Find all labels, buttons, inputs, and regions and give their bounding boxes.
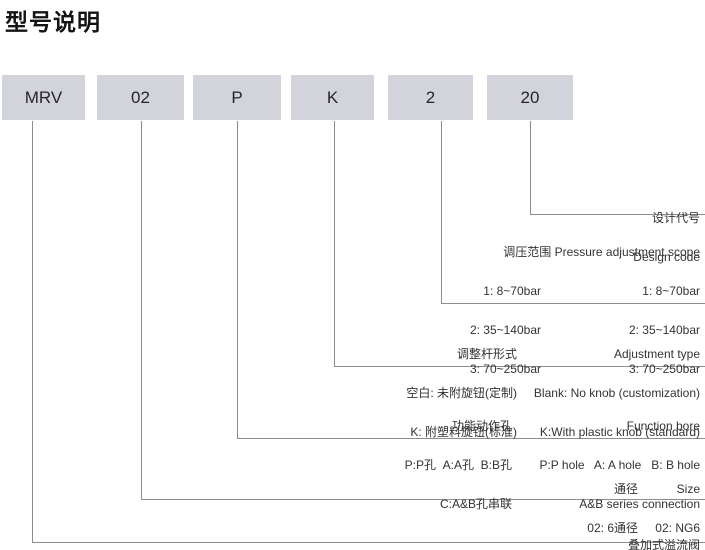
function-bore-cn-column: 功能动作孔 P:P孔 A:A孔 B:B孔 C:A&B孔串联 — [405, 394, 512, 537]
size-cn-column: 通径 02: 6通径 03: 10通径 — [581, 457, 638, 550]
design-code-block: 设计代号 Design code — [633, 186, 700, 290]
pressure-option-en: 2: 35~140bar — [628, 323, 700, 337]
adjustment-option-en: K:With plastic knob (standard) — [539, 425, 700, 439]
size-option-cn: 02: 6通径 — [587, 521, 638, 535]
model-segment-box-2: 2 — [388, 75, 473, 120]
connector-horizontal-pressure — [441, 303, 705, 304]
pressure-cn-column: 1: 8~70bar 2: 35~140bar 3: 70~250bar — [470, 259, 541, 402]
size-header-en: Size — [676, 482, 700, 496]
function-bore-header-cn: 功能动作孔 — [451, 419, 512, 433]
connector-vertical-2 — [441, 121, 442, 303]
model-segment-label: 20 — [520, 87, 540, 107]
model-segment-box-p: P — [193, 75, 281, 120]
design-code-label-en: Design code — [633, 250, 700, 264]
connector-horizontal-valve-type — [32, 542, 705, 543]
connector-horizontal-function-bore — [237, 438, 705, 439]
adjustment-header-en: Adjustment type — [613, 347, 700, 361]
size-option-en: 02: NG6 — [655, 521, 700, 535]
size-en-column: Size 02: NG6 03: NG10 — [649, 457, 700, 550]
model-segment-label: P — [231, 87, 243, 107]
function-bore-header-en: Function bore — [626, 419, 700, 433]
model-segment-label: 02 — [131, 87, 150, 107]
connector-vertical-20 — [530, 121, 531, 214]
pressure-option-cn: 2: 35~140bar — [469, 323, 541, 337]
connector-vertical-k — [334, 121, 335, 366]
valve-type-label-cn: 叠加式溢流阀 — [627, 538, 700, 550]
pressure-option-en: 3: 70~250bar — [628, 362, 700, 376]
connector-vertical-p — [237, 121, 238, 438]
function-bore-option-en: P:P hole A: A hole B: B hole — [539, 458, 700, 472]
size-header-cn: 通径 — [613, 482, 638, 496]
model-segment-label: MRV — [24, 87, 63, 107]
model-segment-label: 2 — [425, 87, 436, 107]
connector-horizontal-design-code — [530, 214, 705, 215]
function-bore-en-column: Function bore P:P hole A: A hole B: B ho… — [539, 394, 700, 537]
connector-vertical-mrv — [32, 121, 33, 542]
adjustment-cn-column: 调整杆形式 空白: 未附旋钮(定制) K: 附塑料旋钮(标准) — [406, 322, 517, 465]
connector-horizontal-adjustment — [334, 366, 705, 367]
adjustment-option-en: Blank: No knob (customization) — [533, 386, 700, 400]
valve-type-block: 叠加式溢流阀 Modular relief valves — [590, 513, 700, 550]
model-segment-box-02: 02 — [97, 75, 184, 120]
connector-horizontal-size — [141, 499, 705, 500]
adjustment-option-cn: 空白: 未附旋钮(定制) — [406, 386, 517, 400]
adjustment-en-column: Adjustment type Blank: No knob (customiz… — [534, 322, 700, 465]
page-title: 型号说明 — [5, 9, 101, 35]
design-code-label-cn: 设计代号 — [651, 211, 700, 225]
connector-vertical-02 — [141, 121, 142, 499]
model-segment-label: K — [326, 87, 339, 107]
pressure-option-en: 1: 8~70bar — [642, 284, 700, 298]
function-bore-option-cn: C:A&B孔串联 — [439, 497, 512, 511]
pressure-en-column: 1: 8~70bar 2: 35~140bar 3: 70~250bar — [629, 259, 700, 402]
adjustment-header-cn: 调整杆形式 — [456, 347, 517, 361]
function-bore-option-en: A&B series connection — [579, 497, 700, 511]
pressure-header: 调压范围 Pressure adjustment scope — [503, 245, 700, 259]
pressure-option-cn: 3: 70~250bar — [469, 362, 541, 376]
model-segment-box-mrv: MRV — [2, 75, 85, 120]
pressure-option-cn: 1: 8~70bar — [483, 284, 541, 298]
model-segment-box-k: K — [291, 75, 374, 120]
model-segment-box-20: 20 — [487, 75, 573, 120]
adjustment-option-cn: K: 附塑料旋钮(标准) — [410, 425, 517, 439]
function-bore-option-cn: P:P孔 A:A孔 B:B孔 — [404, 458, 512, 472]
